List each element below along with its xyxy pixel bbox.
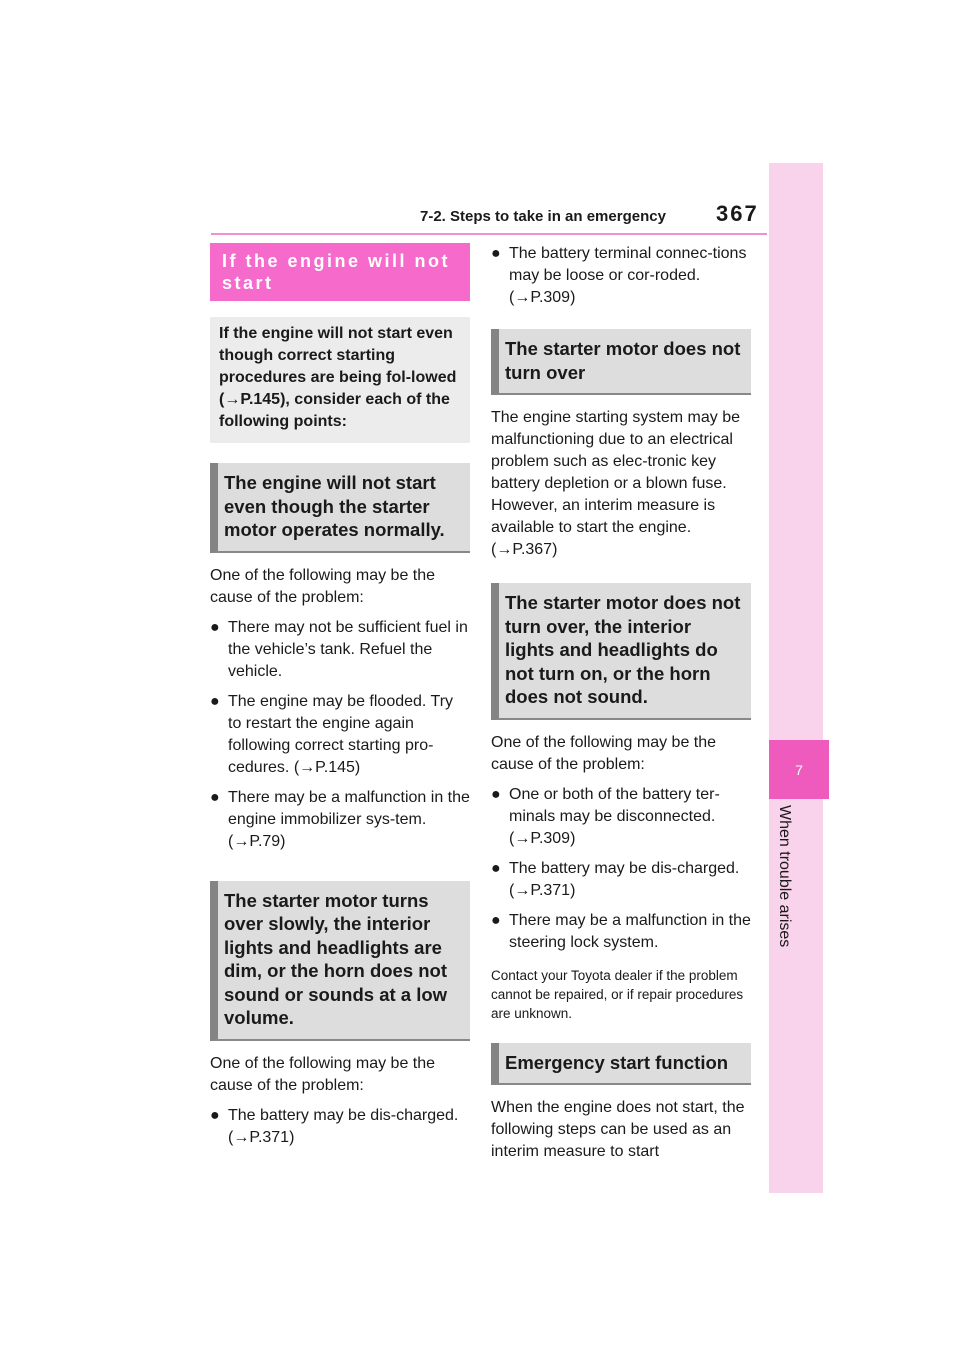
- dealer-note: Contact your Toyota dealer if the proble…: [491, 967, 744, 1021]
- bullet-dot-icon: ●: [491, 911, 501, 929]
- bullet-dot-icon: ●: [491, 245, 501, 262]
- side-tab-number: 7: [769, 740, 829, 799]
- bullet-item: ●The battery may be dis-charged. (→P.371…: [210, 1106, 459, 1146]
- side-tab: [769, 163, 823, 1193]
- page-number: 367: [716, 201, 759, 226]
- bullet-dot-icon: ●: [491, 859, 501, 877]
- bullet-dot-icon: ●: [210, 692, 220, 710]
- subheading-no-lights: The starter motor does not turn over, th…: [491, 583, 751, 720]
- subheading-starter-no-turn: The starter motor does not turn over: [491, 329, 751, 395]
- bullet-dot-icon: ●: [210, 618, 220, 636]
- side-tab-label: When trouble arises: [776, 805, 793, 948]
- subheading-emergency-start: Emergency start function: [491, 1042, 751, 1085]
- bullet-dot-icon: ●: [491, 785, 501, 803]
- bullet-item: ●There may not be sufficient fuel in the…: [210, 618, 468, 680]
- system-paragraph: The engine starting system may be malfun…: [491, 409, 741, 558]
- left-column: If the engine will not start If the engi…: [210, 243, 470, 1149]
- subheading-starter-normal: The engine will not start even though th…: [210, 463, 470, 553]
- bullet-item: ●One or both of the battery ter-minals m…: [491, 785, 720, 847]
- bullet-item: ●The engine may be flooded. Try to resta…: [210, 692, 454, 776]
- bullet-item: ●There may be a malfunction in the steer…: [491, 911, 751, 951]
- bullet-item: ●The battery terminal connec-tions may b…: [491, 245, 747, 306]
- intro-box: If the engine will not start even though…: [210, 317, 470, 443]
- bullet-item: ●The battery may be dis-charged. (→P.371…: [491, 859, 740, 899]
- cause-paragraph: One of the following may be the cause of…: [210, 566, 436, 606]
- header-divider: [211, 233, 767, 235]
- bullet-dot-icon: ●: [210, 788, 220, 806]
- subheading-starter-slow: The starter motor turns over slowly, the…: [210, 880, 470, 1041]
- bullet-dot-icon: ●: [210, 1106, 220, 1124]
- header-section-title: 7-2. Steps to take in an emergency: [420, 208, 666, 225]
- section-title: If the engine will not start: [210, 243, 470, 301]
- cause-paragraph: One of the following may be the cause of…: [210, 1054, 436, 1094]
- cause-paragraph: One of the following may be the cause of…: [491, 733, 717, 773]
- bullet-item: ●There may be a malfunction in the engin…: [210, 788, 470, 850]
- right-column: ●The battery terminal connec-tions may b…: [491, 243, 751, 1163]
- emergency-paragraph: When the engine does not start, the foll…: [491, 1099, 745, 1160]
